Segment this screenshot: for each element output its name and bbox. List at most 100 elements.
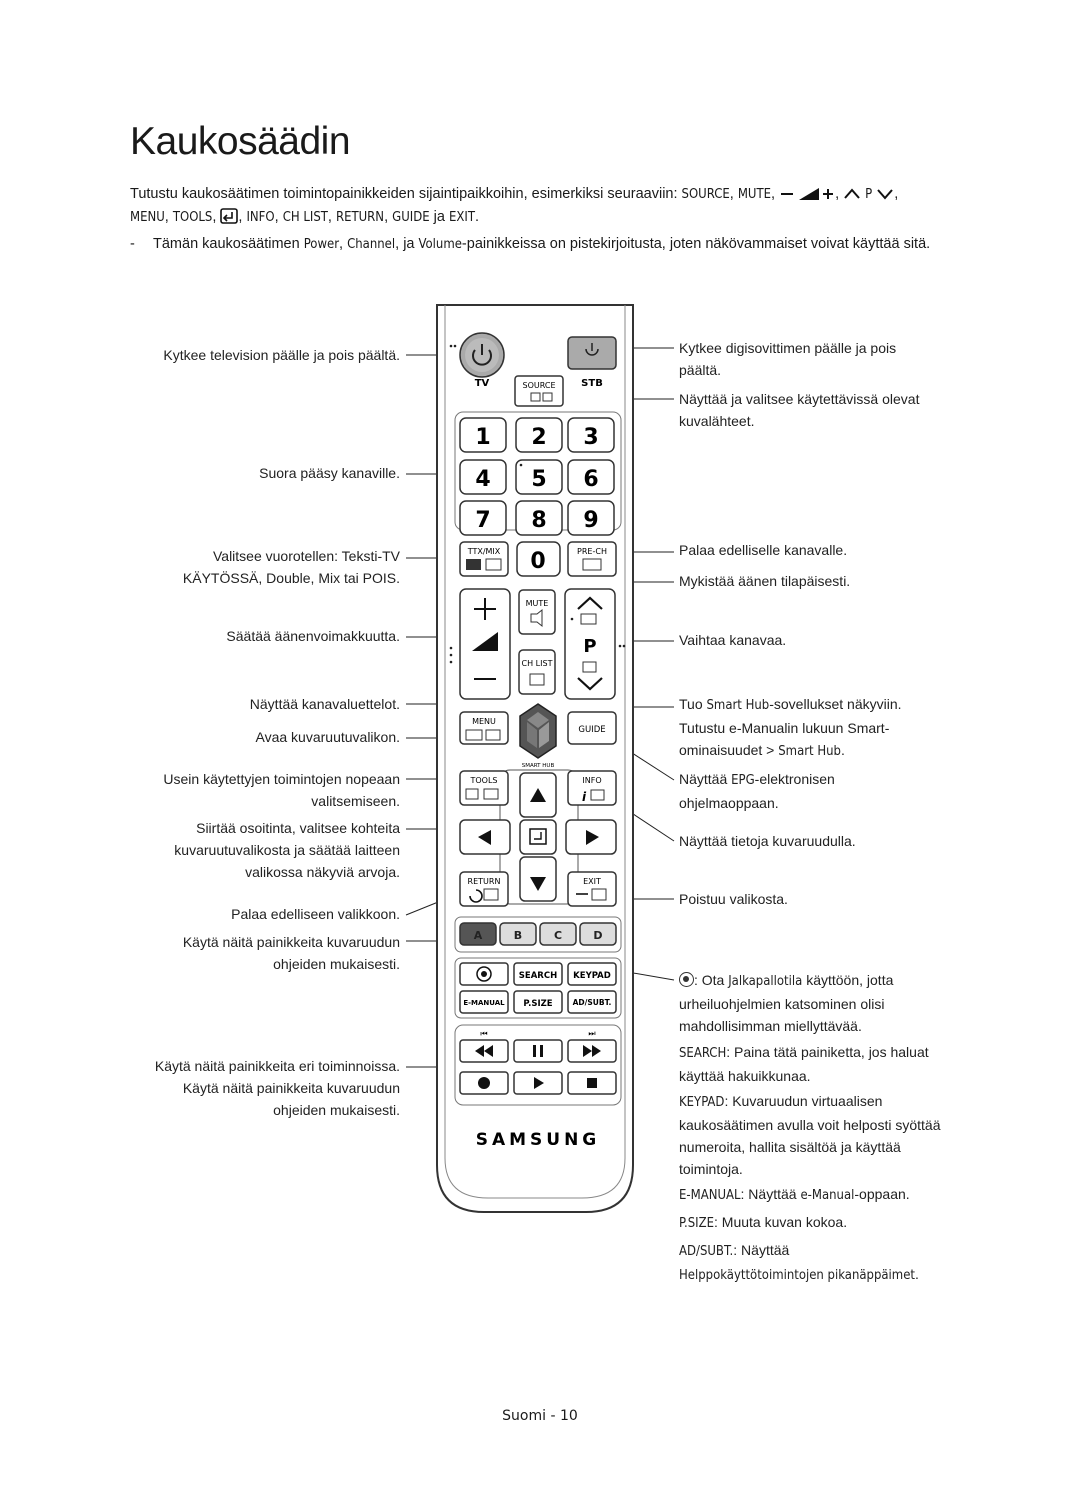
label-chlist: Näyttää kanavaluettelot. [250,693,400,715]
play-button [513,1071,563,1095]
label-channel: Vaihtaa kanavaa. [679,629,786,651]
intro-menu: MENU [130,210,165,225]
intro-exit: EXIT [448,210,475,225]
source-btn-label: SOURCE [522,381,555,390]
digit-8-label: 8 [531,508,546,533]
digit-8-button[interactable]: 8 [515,500,563,536]
digit-0-label: 0 [530,549,545,574]
label-nav-3: valikossa näkyviä arvoja. [245,864,400,880]
digit-9-button[interactable]: 9 [567,500,615,536]
digit-6-button[interactable]: 6 [567,459,615,495]
label-keypad-2: kaukosäätimen avulla voit helposti syött… [679,1117,941,1133]
label-guide-1c: -elektronisen [754,771,835,787]
label-adsubt: AD/SUBT.: Näyttää Helppokäyttötoimintoje… [679,1239,919,1287]
label-guide-1b: EPG [731,773,755,788]
digit-7-button[interactable]: 7 [459,500,507,536]
chlist-btn-label: CH LIST [522,659,553,668]
guide-btn-label: GUIDE [578,725,605,735]
mute-btn-label: MUTE [526,599,549,608]
label-smarthub-3a: ominaisuudet [679,742,763,758]
label-numbers-text: Suora pääsy kanaville. [259,465,400,481]
digit-0-button: 0 [516,541,561,577]
digit-4-label: 4 [475,467,490,492]
ttx-button: TTX/MIX [459,541,509,577]
label-guide-1a: Näyttää [679,771,732,787]
media-frame [454,1024,622,1106]
note-power: Power [303,237,340,252]
samsung-logo: SAMSUNG [476,1130,601,1150]
label-source-1: Näyttää ja valitsee käytettävissä olevat [679,391,920,407]
label-media-1: Käytä näitä painikkeita eri toiminnoissa… [154,1058,400,1074]
label-smarthub-1a: Tuo [679,696,707,712]
intro-mute: MUTE [737,187,772,202]
channel-rocker: P [564,588,616,700]
label-abcd-1: Käytä näitä painikkeita kuvaruudun [182,934,400,950]
source-button: SOURCE [514,375,564,407]
label-adsubt-a: AD/SUBT. [679,1244,734,1259]
tools-btn-label: TOOLS [469,776,497,785]
color-button-d[interactable]: D [579,922,617,946]
digit-1-button[interactable]: 1 [459,417,507,453]
braille-dot [449,344,453,348]
nav-enter-button [519,819,557,855]
color-button-c[interactable]: C [539,922,577,946]
psize-btn-label: P.SIZE [523,999,552,1009]
label-emanual: E-MANUAL: Näyttää e-Manual-oppaan. [679,1183,910,1207]
label-return-text: Palaa edelliseen valikkoon. [231,906,400,922]
label-menu-text: Avaa kuvaruutuvalikon. [255,729,401,745]
intro-return: RETURN [335,210,385,225]
label-stb-2: päältä. [679,362,722,378]
chlist-button: CH LIST [518,649,556,695]
label-guide-2: ohjelmaoppaan. [679,795,779,811]
smart-hub-label: SMART HUB [522,763,555,769]
record-button [459,1071,509,1095]
page-footer: Suomi - 10 [0,1407,1080,1424]
label-media-3: ohjeiden mukaisesti. [273,1102,400,1118]
label-keypad-1b: : Kuvaruudun virtuaalisen [724,1093,883,1109]
color-button-b[interactable]: B [499,922,537,946]
label-psize: P.SIZE: Muuta kuvan kokoa. [679,1211,847,1235]
label-prech: Palaa edelliselle kanavalle. [679,539,847,561]
color-button-a[interactable]: A [459,922,497,946]
label-search-1a: SEARCH [679,1046,727,1061]
intro-chlist: CH LIST [282,210,328,225]
label-menu: Avaa kuvaruutuvalikon. [256,726,401,748]
digit-6-label: 6 [583,467,598,492]
label-smarthub-1c: -sovellukset näkyviin. [769,696,902,712]
digit-5-label: 5 [531,467,546,492]
label-search: SEARCH: Paina tätä painiketta, jos halua… [679,1041,929,1087]
label-mute: Mykistää äänen tilapäisesti. [679,570,850,592]
digit-7-label: 7 [475,508,490,533]
keypad-btn-label: KEYPAD [573,971,611,981]
label-psize-b: : Muuta kuvan kokoa. [714,1214,848,1230]
color-button-label: D [593,929,602,942]
digit-2-button[interactable]: 2 [515,417,563,453]
digit-4-button[interactable]: 4 [459,459,507,495]
digit-5-button[interactable]: 5 [515,459,563,495]
note-end: -painikkeissa on pistekirjoitusta, joten… [461,236,931,252]
label-info-text: Näyttää tietoja kuvaruudulla. [679,833,856,849]
label-psize-a: P.SIZE [679,1216,715,1231]
label-ttx-2: KÄYTÖSSÄ, Double, Mix tai POIS. [182,570,400,586]
label-search-1b: : Paina tätä painiketta, jos haluat [726,1044,929,1060]
label-emanual-c: e-Manual [800,1188,855,1203]
intro-p: P [865,187,873,202]
label-media-2: Käytä näitä painikkeita kuvaruudun [182,1080,400,1096]
football-button [459,962,509,986]
enter-icon [220,208,239,224]
label-adsubt-2b: . [914,1266,919,1282]
digit-3-button[interactable]: 3 [567,417,615,453]
label-smarthub-3b: > [762,742,779,758]
emanual-button: E-MANUAL [459,990,509,1014]
note-ja: ja [403,236,415,252]
label-media: Käytä näitä painikkeita eri toiminnoissa… [155,1055,400,1121]
function-frame [454,957,622,1019]
footer-sep: - [546,1408,560,1424]
color-frame [454,916,622,953]
exit-button: EXIT [567,871,617,907]
info-i-icon: i [582,790,587,804]
